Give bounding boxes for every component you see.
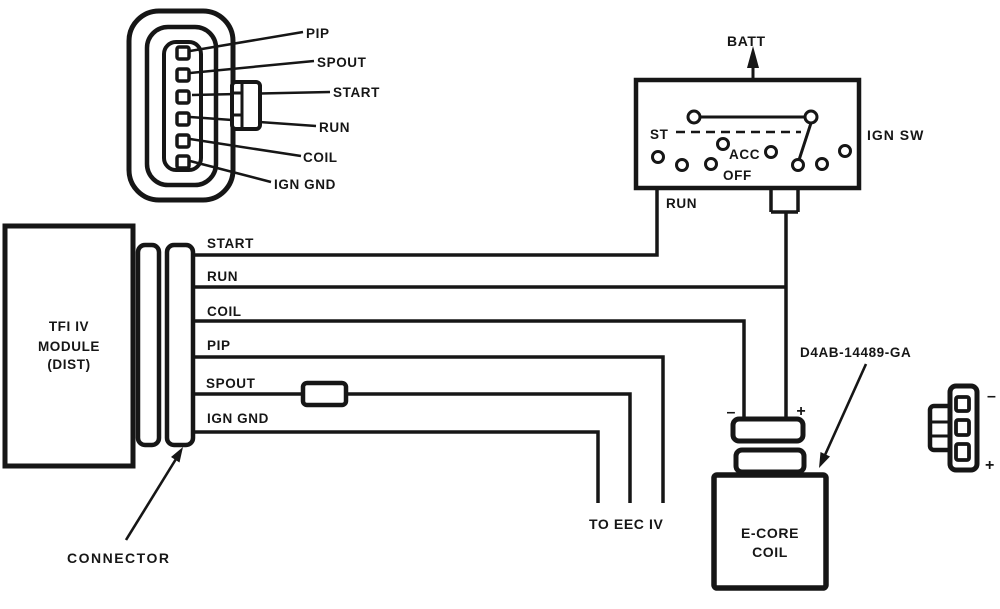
e-core-coil: – + E-CORE COIL D4AB-14489-GA <box>711 345 911 591</box>
eec-iv-label: TO EEC IV <box>589 516 663 532</box>
wire-label-coil: COIL <box>207 304 242 319</box>
wire-start <box>193 162 659 257</box>
coil-terminal-block-top <box>730 416 806 444</box>
part-number-pointer <box>823 363 868 456</box>
coil-name-line2: COIL <box>752 544 788 560</box>
coil-connector-plus-label: + <box>985 457 994 474</box>
connector-inner-shell <box>162 40 203 172</box>
wire-ign-gnd <box>193 430 600 503</box>
switch-contact-arm <box>797 122 813 161</box>
wire-labels: START RUN COIL PIP SPOUT IGN GND <box>206 236 269 426</box>
wire-label-spout: SPOUT <box>206 376 256 391</box>
module-name-line1: TFI IV <box>49 319 89 334</box>
distributor-connector: PIP SPOUT START RUN COIL IGN GND <box>126 8 380 203</box>
wire-pip <box>193 355 665 503</box>
module-name-line2: MODULE <box>38 339 100 354</box>
ignition-switch: BATT ST ACC OFF IGN SW RUN <box>633 33 924 211</box>
wire-label-ign-gnd: IGN GND <box>207 411 269 426</box>
connector-callout-label: CONNECTOR <box>67 550 170 566</box>
position-label-st: ST <box>650 127 669 142</box>
coil-terminal-block-bottom <box>733 447 807 475</box>
coil-minus-terminal-label: – <box>727 404 736 421</box>
tfi-module: TFI IV MODULE (DIST) <box>2 223 196 469</box>
pin-label-coil: COIL <box>303 150 338 165</box>
connector-pins <box>175 45 191 170</box>
coil-name-line1: E-CORE <box>741 525 799 541</box>
harness-wires <box>193 158 800 503</box>
connector-callout: CONNECTOR <box>67 447 183 566</box>
module-name-line3: (DIST) <box>47 357 90 372</box>
pin-label-spout: SPOUT <box>317 55 367 70</box>
coil-part-number: D4AB-14489-GA <box>800 345 911 360</box>
wire-label-start: START <box>207 236 254 251</box>
pin-label-run: RUN <box>319 120 350 135</box>
pin-label-pip: PIP <box>306 26 330 41</box>
position-label-off: OFF <box>723 168 752 183</box>
batt-arrowhead <box>747 46 759 68</box>
coil-body <box>711 472 829 591</box>
wire-label-pip: PIP <box>207 338 231 353</box>
wire-coil <box>193 319 746 419</box>
spout-inline-connector <box>300 380 349 408</box>
coil-connector: – + <box>927 383 996 474</box>
coil-connector-tab-ribs <box>930 420 950 438</box>
coil-connector-pins <box>954 395 971 462</box>
part-number-arrowhead <box>819 452 830 468</box>
run-wire-label: RUN <box>666 196 697 211</box>
wire-label-run: RUN <box>207 269 238 284</box>
coil-connector-minus-label: – <box>987 388 996 405</box>
pin-label-start: START <box>333 85 380 100</box>
position-label-acc: ACC <box>729 147 760 162</box>
connector-lock-tab <box>230 80 262 131</box>
coil-plus-terminal-label: + <box>796 403 805 420</box>
module-connector-strip <box>164 242 196 448</box>
module-body <box>2 223 136 469</box>
pin-label-ign-gnd: IGN GND <box>274 177 336 192</box>
module-edge-strip <box>135 242 162 448</box>
callout-arrowhead <box>171 447 183 463</box>
batt-label: BATT <box>727 33 766 49</box>
ign-switch-label: IGN SW <box>867 127 924 143</box>
switch-terminals <box>651 109 852 172</box>
